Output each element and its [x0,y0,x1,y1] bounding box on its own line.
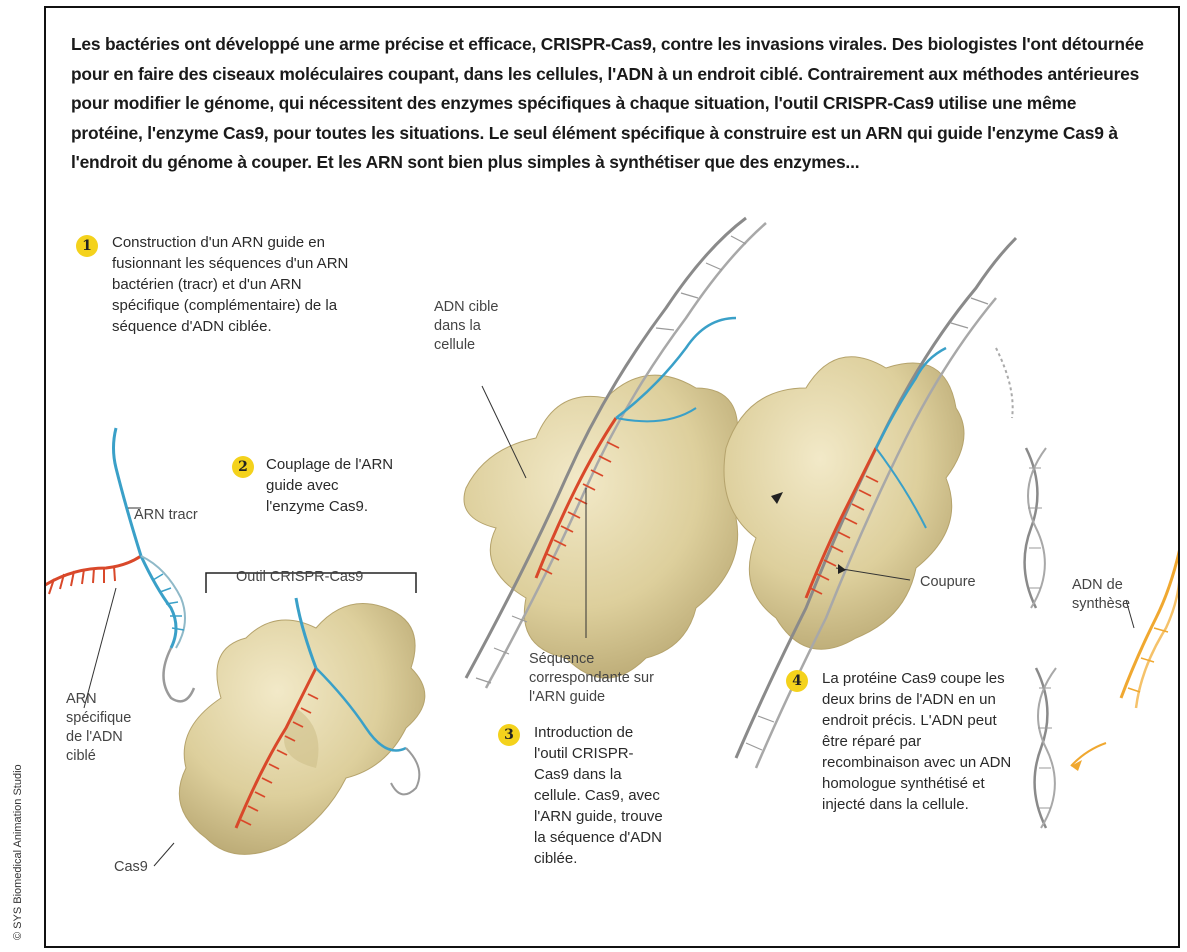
label-arn-tracr: ARN tracr [134,506,198,525]
step-1-text: Construction d'un ARN guide en fusionnan… [112,232,352,337]
step-4-text: La protéine Cas9 coupe les deux brins de… [822,668,1012,815]
label-outil-crispr: Outil CRISPR-Cas9 [236,568,363,587]
label-sequence: Séquence correspondante sur l'ARN guide [529,650,659,707]
label-adn-synthese: ADN de synthèse [1072,576,1152,614]
label-arn-specifique: ARN spécifique de l'ADN ciblé [66,690,146,766]
infographic-frame: Les bactéries ont développé une arme pré… [44,6,1180,948]
image-credit: © SYS Biomedical Animation Studio [12,764,24,940]
dna-fragments [1025,448,1180,828]
step-2-text: Couplage de l'ARN guide avec l'enzyme Ca… [266,454,396,517]
crispr-cas9-tool [154,573,425,866]
target-dna-complex [464,218,766,688]
step-3-marker: 3 [498,724,520,746]
label-cas9: Cas9 [114,858,148,877]
step-1-marker: 1 [76,235,98,257]
label-adn-cible: ADN cible dans la cellule [434,298,514,355]
step-3-text: Introduction de l'outil CRISPR-Cas9 dans… [534,722,664,869]
label-coupure: Coupure [920,573,976,592]
step-2-marker: 2 [232,456,254,478]
step-4-marker: 4 [786,670,808,692]
guide-rna-construct [46,428,194,708]
